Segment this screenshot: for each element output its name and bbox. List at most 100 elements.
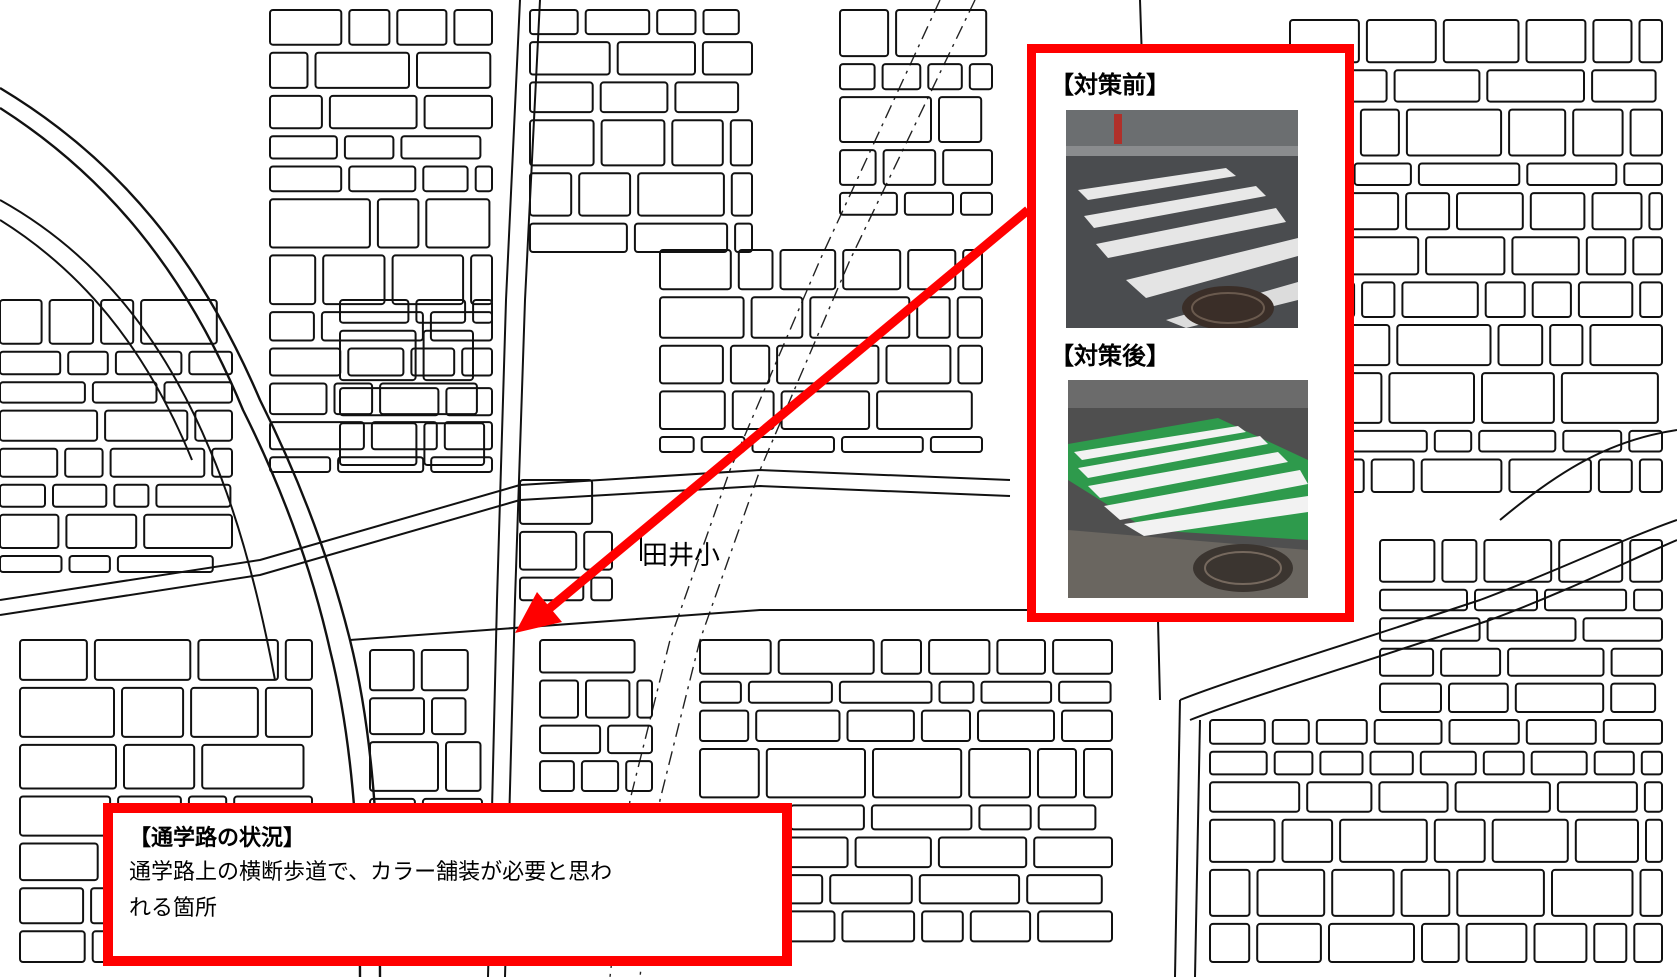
street-block [1026,874,1103,905]
street-block [839,63,876,91]
street-block [1378,781,1449,813]
street-block [64,447,104,478]
street-block [0,447,59,478]
street-block [1529,192,1586,231]
street-block [1514,682,1605,713]
street-block [519,530,578,571]
street-block [320,311,424,342]
street-block [116,555,214,573]
street-block [423,422,486,466]
street-block [19,930,86,963]
street-block [1648,192,1664,231]
street-block [369,697,425,736]
street-block [113,483,150,508]
street-block [1421,922,1460,964]
street-block [1533,922,1588,964]
street-block [841,910,916,943]
street-block [779,249,837,291]
street-block [1610,682,1657,713]
street-block [699,639,772,675]
street-block [839,191,898,216]
note-line-1: 通学路上の横断歩道で、カラー舗装が必要と思わ [129,860,613,885]
street-block [872,748,963,799]
street-block [1353,162,1412,186]
street-block [1497,324,1544,367]
street-block [539,760,575,792]
street-block [625,760,654,792]
street-block [0,299,43,345]
street-block [751,436,835,453]
street-block [937,836,1028,869]
street-block [1638,458,1664,493]
street-block [659,296,745,339]
street-block [590,576,613,602]
street-block [100,299,135,345]
street-block [0,381,86,404]
street-block [585,679,631,719]
street-block [1209,818,1276,863]
street-block [1591,192,1643,231]
street-block [839,149,877,186]
note-box: 【通学路の状況】 通学路上の横断歩道で、カラー舗装が必要と思わ れる箇所 [103,803,792,966]
street-block [907,249,957,291]
street-block [333,382,374,416]
street-block [1271,719,1310,745]
street-block [633,222,729,254]
street-block [1456,868,1545,917]
street-block [65,513,138,549]
street-block [19,743,117,790]
street-block [1633,922,1664,964]
street-block [1645,818,1663,863]
street-block [1465,922,1528,964]
street-block [314,51,410,89]
street-block [1379,682,1442,713]
street-block [1331,868,1395,917]
street-block [1640,750,1664,776]
street-block [1549,324,1584,367]
street-block [269,198,371,249]
street-block [188,350,234,376]
street-block [755,709,841,742]
street-block [67,350,109,376]
street-block [1623,162,1664,186]
street-block [1405,108,1503,157]
street-block [1643,781,1664,813]
street-block [920,709,972,742]
street-block [702,9,740,36]
street-block [420,649,469,692]
street-block [453,9,493,46]
street-block [842,249,902,291]
note-line-2: れる箇所 [129,896,218,921]
street-block [369,741,439,792]
street-block [734,222,753,254]
street-block [423,94,494,130]
street-block [968,63,993,91]
street-block [1572,108,1624,157]
street-block [780,390,871,430]
street-block [1593,750,1635,776]
street-block [379,382,478,416]
street-block [731,390,775,430]
street-block [656,9,697,36]
street-block [885,344,952,385]
street-block [143,513,233,549]
street-block [701,41,754,76]
street-block [140,299,218,345]
street-block [580,760,620,792]
street-block [415,299,467,324]
street-block [636,679,654,719]
street-block [1481,372,1555,424]
street-block [1562,429,1623,453]
street-block [1209,719,1266,745]
street-block [637,172,725,217]
street-block [1379,617,1481,642]
street-block [838,680,933,704]
street-block [347,347,405,377]
street-block [895,9,988,58]
street-block [659,344,724,385]
street-block [942,149,994,186]
street-block [1486,617,1577,642]
street-block [1582,617,1663,642]
street-block [269,382,328,416]
street-block [1425,236,1506,276]
